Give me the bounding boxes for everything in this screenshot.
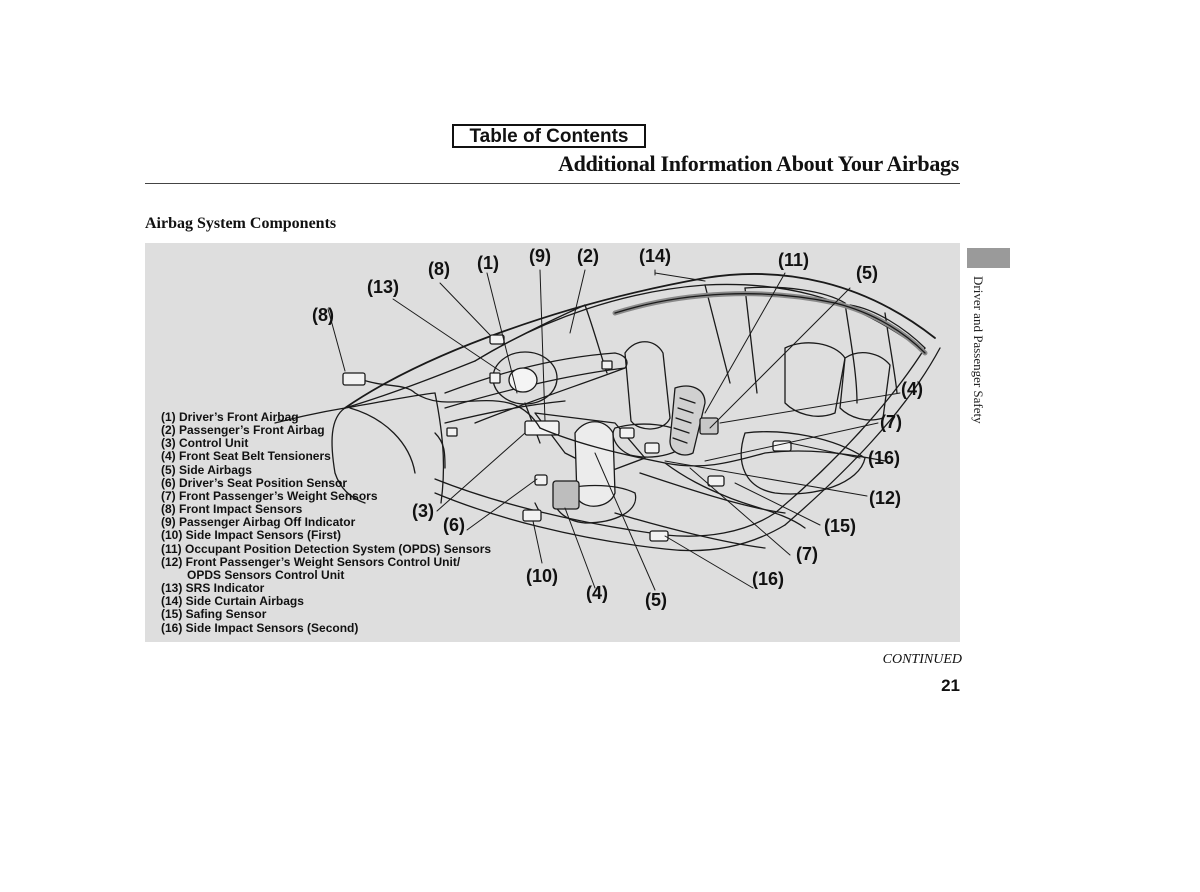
callout-label: (4) [586, 583, 608, 603]
legend-item: (13) SRS Indicator [161, 581, 265, 596]
legend-item: (8) Front Impact Sensors [161, 502, 303, 517]
title-divider [145, 183, 960, 184]
callout-label: (10) [526, 566, 559, 586]
callout-label: (5) [856, 263, 878, 283]
airbag-components-figure: (1) Driver’s Front Airbag (2) Passenger’… [145, 243, 960, 642]
page-number: 21 [941, 676, 960, 695]
callout-label: (14) [639, 246, 672, 266]
callout-label: (2) [577, 246, 599, 266]
callout-label: (8) [428, 259, 450, 279]
section-thumb-tab [967, 248, 1010, 268]
legend-item: (7) Front Passenger’s Weight Sensors [161, 488, 378, 503]
legend-item: (6) Driver’s Seat Position Sensor [161, 475, 348, 490]
callout-label: (9) [529, 246, 551, 266]
legend-item: (14) Side Curtain Airbags [161, 594, 304, 609]
car-cutaway-illustration [274, 269, 941, 591]
page-title: Additional Information About Your Airbag… [558, 151, 959, 176]
legend-item: (2) Passenger’s Front Airbag [161, 423, 325, 438]
component-legend: (1) Driver’s Front Airbag (2) Passenger’… [161, 410, 492, 635]
callout-label: (3) [412, 501, 434, 521]
callout-label: (4) [901, 379, 923, 399]
legend-item: (5) Side Airbags [161, 462, 252, 477]
callout-label: (7) [880, 412, 902, 432]
legend-item: (16) Side Impact Sensors (Second) [161, 620, 359, 635]
callout-label: (8) [312, 305, 334, 325]
table-of-contents-button[interactable]: Table of Contents [452, 124, 646, 148]
legend-item: (3) Control Unit [161, 436, 249, 451]
section-heading: Airbag System Components [145, 215, 337, 232]
callout-label: (11) [778, 250, 810, 270]
callout-label: (5) [645, 590, 667, 610]
callout-label: (15) [824, 516, 857, 536]
callout-label: (16) [868, 448, 901, 468]
callout-label: (12) [869, 488, 902, 508]
legend-item: OPDS Sensors Control Unit [187, 567, 345, 582]
legend-item: (15) Safing Sensor [161, 607, 267, 622]
callout-label: (1) [477, 253, 499, 273]
callout-label: (6) [443, 515, 465, 535]
legend-item: (9) Passenger Airbag Off Indicator [161, 515, 356, 530]
callout-label: (16) [752, 569, 785, 589]
legend-item: (11) Occupant Position Detection System … [161, 541, 492, 556]
legend-item: (10) Side Impact Sensors (First) [161, 528, 342, 543]
continued-note: CONTINUED [882, 652, 962, 667]
callout-label: (7) [796, 544, 818, 564]
legend-item: (4) Front Seat Belt Tensioners [161, 449, 331, 464]
legend-item: (1) Driver’s Front Airbag [161, 410, 299, 424]
callout-label: (13) [367, 277, 400, 297]
section-side-label: Driver and Passenger Safety [971, 276, 986, 424]
legend-item: (12) Front Passenger’s Weight Sensors Co… [161, 554, 461, 569]
